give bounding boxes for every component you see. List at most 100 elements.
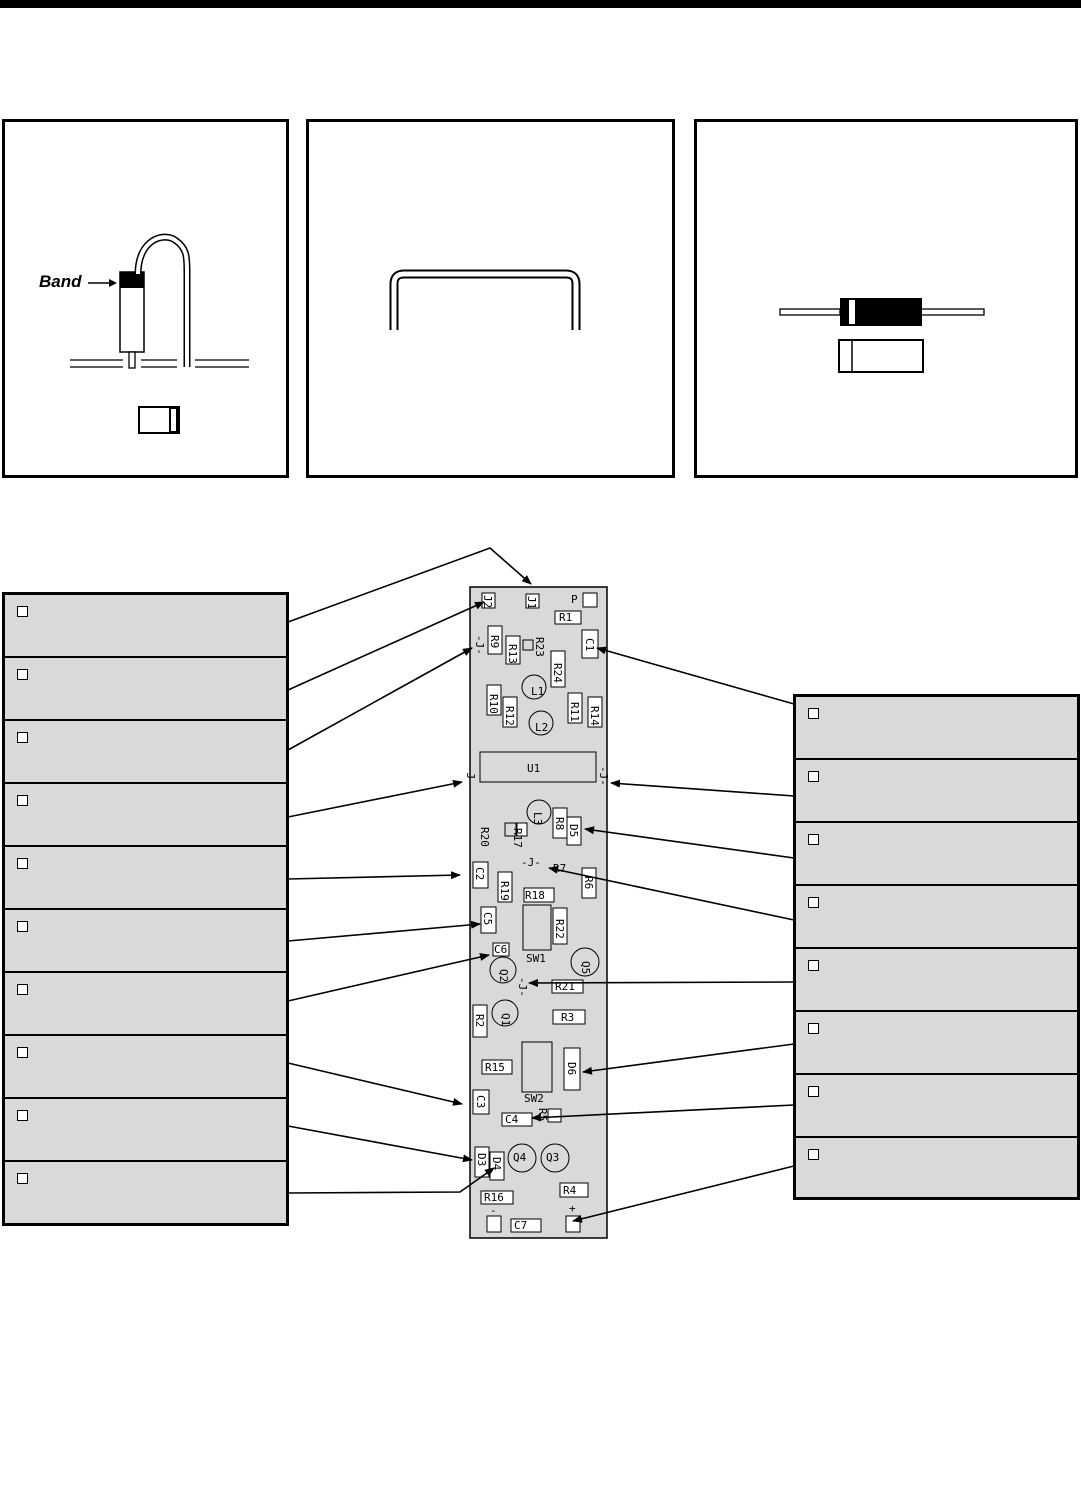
checklist-row bbox=[5, 1036, 286, 1099]
checkbox[interactable] bbox=[808, 834, 819, 845]
jumper-wire-drawing bbox=[389, 269, 581, 330]
checklist-row bbox=[796, 823, 1077, 886]
svg-text:R3: R3 bbox=[561, 1011, 574, 1024]
svg-text:C5: C5 bbox=[481, 912, 494, 925]
svg-text:C7: C7 bbox=[514, 1219, 527, 1232]
svg-text:R5: R5 bbox=[536, 1108, 549, 1121]
checkbox[interactable] bbox=[808, 1086, 819, 1097]
panel-jumper-wire bbox=[306, 119, 675, 478]
checkbox[interactable] bbox=[17, 1047, 28, 1058]
svg-text:R1: R1 bbox=[559, 611, 572, 624]
svg-text:R17: R17 bbox=[511, 828, 524, 848]
svg-text:U1: U1 bbox=[527, 762, 540, 775]
svg-text:D3: D3 bbox=[475, 1153, 488, 1166]
svg-text:C1: C1 bbox=[583, 638, 596, 651]
svg-text:-J-: -J- bbox=[473, 635, 486, 655]
checklist-row bbox=[796, 886, 1077, 949]
checkbox[interactable] bbox=[17, 921, 28, 932]
svg-text:D4: D4 bbox=[490, 1157, 503, 1171]
svg-text:+: + bbox=[569, 1202, 576, 1215]
pcb-labels: J2 J1 P R1 -J- R9 R13 R23 C1 R24 L1 R10 … bbox=[464, 593, 610, 1232]
horizontal-diode-drawing bbox=[779, 298, 985, 373]
svg-text:-J-: -J- bbox=[464, 766, 477, 786]
svg-text:Q3: Q3 bbox=[546, 1151, 559, 1164]
svg-text:-J-: -J- bbox=[597, 766, 610, 786]
checkbox[interactable] bbox=[17, 858, 28, 869]
checkbox[interactable] bbox=[808, 1023, 819, 1034]
checklist-row bbox=[5, 1162, 286, 1223]
svg-text:C4: C4 bbox=[505, 1113, 519, 1126]
svg-text:-J-: -J- bbox=[521, 856, 541, 869]
checklist-row bbox=[5, 784, 286, 847]
checklist-row bbox=[5, 973, 286, 1036]
svg-text:R12: R12 bbox=[503, 706, 516, 726]
checklist-row bbox=[5, 595, 286, 658]
svg-text:L3: L3 bbox=[531, 812, 544, 825]
checklist-row bbox=[5, 658, 286, 721]
svg-text:R8: R8 bbox=[553, 817, 566, 830]
svg-text:C2: C2 bbox=[473, 867, 486, 880]
svg-text:J1: J1 bbox=[525, 596, 538, 609]
checkbox[interactable] bbox=[17, 984, 28, 995]
svg-text:R18: R18 bbox=[525, 889, 545, 902]
top-rule bbox=[0, 0, 1081, 8]
svg-text:L1: L1 bbox=[531, 685, 544, 698]
svg-text:R14: R14 bbox=[588, 706, 601, 726]
svg-text:P: P bbox=[571, 593, 578, 606]
svg-text:D5: D5 bbox=[567, 824, 580, 837]
svg-text:L2: L2 bbox=[535, 721, 548, 734]
svg-text:-J-: -J- bbox=[516, 977, 529, 997]
checklist-row bbox=[796, 1075, 1077, 1138]
leader-lines bbox=[287, 547, 795, 1223]
svg-text:D6: D6 bbox=[565, 1062, 578, 1075]
checkbox[interactable] bbox=[17, 1173, 28, 1184]
svg-text:R15: R15 bbox=[485, 1061, 505, 1074]
panel-diode-horizontal bbox=[694, 119, 1078, 478]
checklist-row bbox=[796, 949, 1077, 1012]
checklist-row bbox=[5, 721, 286, 784]
checklist-right bbox=[793, 694, 1080, 1200]
panel-diode-upright: Band bbox=[2, 119, 289, 478]
svg-text:C3: C3 bbox=[474, 1095, 487, 1108]
checkbox[interactable] bbox=[17, 795, 28, 806]
checkbox[interactable] bbox=[17, 606, 28, 617]
checklist-row bbox=[796, 760, 1077, 823]
svg-text:R6: R6 bbox=[582, 876, 595, 889]
checklist-left bbox=[2, 592, 289, 1226]
svg-text:R13: R13 bbox=[506, 644, 519, 664]
checklist-row bbox=[5, 1099, 286, 1162]
checkbox[interactable] bbox=[808, 1149, 819, 1160]
svg-text:R19: R19 bbox=[498, 881, 511, 901]
checkbox[interactable] bbox=[17, 669, 28, 680]
checkbox[interactable] bbox=[17, 1110, 28, 1121]
checklist-row bbox=[5, 847, 286, 910]
svg-text:Q5: Q5 bbox=[579, 961, 592, 974]
svg-text:R2: R2 bbox=[473, 1014, 486, 1027]
checkbox[interactable] bbox=[17, 732, 28, 743]
svg-text:Q4: Q4 bbox=[513, 1151, 527, 1164]
checkbox[interactable] bbox=[808, 771, 819, 782]
svg-text:SW2: SW2 bbox=[524, 1092, 544, 1105]
checkbox[interactable] bbox=[808, 708, 819, 719]
checkbox[interactable] bbox=[808, 897, 819, 908]
svg-text:C6: C6 bbox=[494, 943, 507, 956]
svg-text:-: - bbox=[490, 1204, 497, 1217]
svg-text:R4: R4 bbox=[563, 1184, 577, 1197]
checklist-row bbox=[5, 910, 286, 973]
band-label: Band bbox=[39, 272, 82, 291]
checklist-row bbox=[796, 1138, 1077, 1197]
svg-text:Q1: Q1 bbox=[499, 1013, 512, 1026]
upright-diode-drawing bbox=[70, 233, 249, 434]
pcb-parts bbox=[472, 592, 603, 1233]
checkbox[interactable] bbox=[808, 960, 819, 971]
svg-text:R23: R23 bbox=[533, 637, 546, 657]
svg-text:R10: R10 bbox=[487, 694, 500, 714]
svg-text:R21: R21 bbox=[555, 980, 575, 993]
svg-text:Q2: Q2 bbox=[497, 969, 510, 982]
checklist-row bbox=[796, 1012, 1077, 1075]
svg-text:R20: R20 bbox=[478, 827, 491, 847]
svg-text:R22: R22 bbox=[553, 919, 566, 939]
svg-text:R9: R9 bbox=[488, 635, 501, 648]
svg-text:R24: R24 bbox=[551, 663, 564, 683]
